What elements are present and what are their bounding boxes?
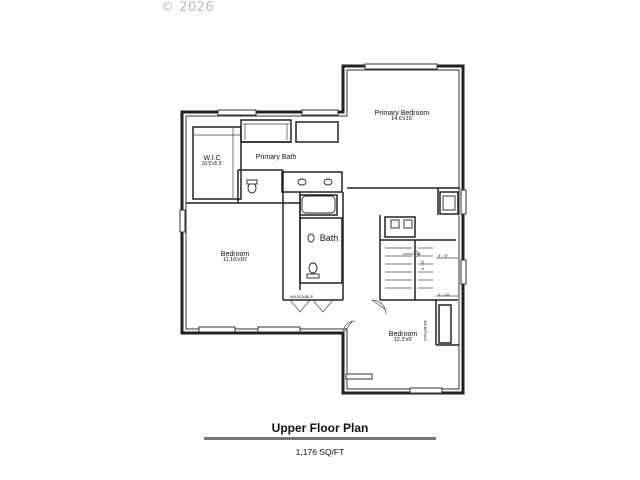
room-name: Primary Bath	[255, 154, 297, 161]
bedroom-right-label: Bedroom 12.2'x9'	[378, 331, 428, 344]
room-name: Bath	[319, 233, 339, 243]
copyright-watermark: © 2026	[161, 0, 215, 15]
title-underline	[204, 437, 436, 440]
primary-bedroom-label: Primary Bedroom 14.6'x15'	[362, 110, 442, 123]
stair-dimension-2: 2' - 10"	[438, 292, 451, 297]
room-size: 14.6'x15'	[391, 116, 413, 123]
bifold-left-note: 4/8 DOUBLE	[290, 294, 314, 299]
plan-title: Upper Floor Plan	[271, 421, 369, 435]
outer-wall	[180, 64, 465, 395]
square-footage: 1,176 SQ/FT	[295, 447, 345, 457]
room-name: W.I.C	[203, 155, 221, 162]
stair-dimension-1: 3' - 8"	[438, 253, 449, 258]
room-name: Primary Bedroom	[374, 110, 430, 117]
bath-label: Bath	[316, 233, 342, 243]
room-name: Bedroom	[388, 331, 418, 338]
room-size: 11.10'x16'	[222, 257, 248, 264]
wic-label: W.I.C 10.5'x5.5'	[192, 155, 232, 168]
room-size: 12.2'x9'	[393, 337, 413, 344]
stair-dimension-3: 6' - 6"	[420, 259, 425, 270]
room-size: 10.5'x5.5'	[201, 161, 223, 168]
bedroom-left-label: Bedroom 11.10'x16'	[205, 251, 265, 264]
room-name: Bedroom	[220, 251, 250, 258]
primary-bath-label: Primary Bath	[248, 154, 304, 161]
bifold-right-note: 3/8 BIFOLD	[423, 320, 428, 342]
